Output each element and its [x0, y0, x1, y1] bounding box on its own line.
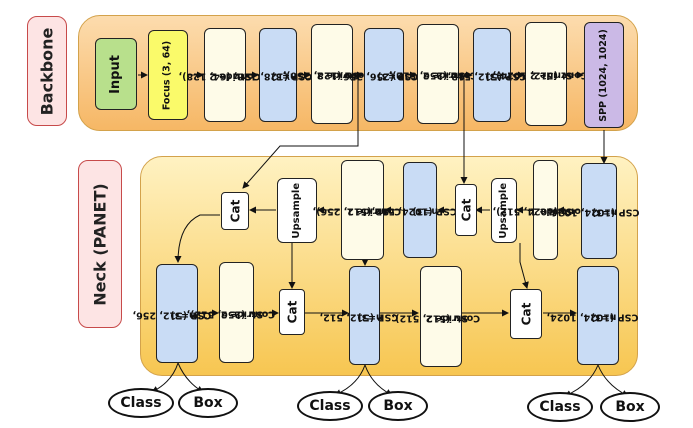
neck-csp-1024-1024-bottom: CSP (1024, 1024,n=3) — [547, 266, 639, 365]
neck-conv-512-512: Conv (512, 512),Stride 2 — [391, 266, 480, 367]
head-2-class: Class — [297, 391, 363, 421]
neck-csp-1024-512: CSP (1024, 512,n=3) — [372, 162, 457, 258]
head-1-box: Box — [178, 388, 238, 418]
backbone-conv-256-512: Conv (256, 512),Stride 2 — [388, 24, 477, 124]
neck-cat-middle: Cat — [455, 184, 477, 236]
neck-csp-512-256: CSP (512, 256,n=3) — [132, 264, 211, 363]
backbone-conv-64-128: Conv (64, 128),Stride 2 — [179, 28, 261, 122]
neck-cat-bottom-right: Cat — [510, 289, 542, 339]
head-3-box: Box — [600, 392, 660, 422]
neck-upsample-left: Upsample — [277, 178, 317, 243]
backbone-csp-512-512: CSP (512, 512,n=3) — [447, 28, 526, 122]
spp-block: SPP (1024, 1024) — [584, 22, 624, 128]
backbone-csp-128-128: CSP (128, 128,n=3) — [233, 28, 312, 122]
backbone-conv-128-256: Conv (128, 256),Stride 2 — [282, 24, 371, 124]
neck-label: Neck (PANET) — [78, 160, 122, 328]
neck-cat-left: Cat — [221, 192, 249, 230]
head-2-box: Box — [368, 391, 428, 421]
backbone-conv-512-1024: Conv (512, 1024),Stride 2 — [493, 22, 588, 126]
neck-csp-512-512: CSP (512, 512,n=3) — [320, 266, 398, 365]
input-block: Input — [95, 38, 137, 110]
neck-conv-256-512: Conv (256, 512),Stride 2 — [187, 262, 275, 363]
neck-upsample-right: Upsample — [491, 178, 517, 243]
neck-cat-bottom-left: Cat — [279, 289, 305, 335]
head-1-class: Class — [108, 388, 174, 418]
backbone-csp-256-256: CSP (256, 256,n=3) — [339, 28, 418, 122]
neck-conv-1024-512: Conv (1024, 512),Stride 1 — [492, 160, 588, 260]
focus-block: Focus (3, 64) — [148, 30, 188, 120]
neck-conv-512-256: Conv (512, 256),Stride 1 — [313, 160, 401, 260]
backbone-label: Backbone — [27, 16, 67, 126]
neck-csp-1024-1024-top: CSP (1024, 1024,n=3) — [548, 163, 640, 259]
head-3-class: Class — [527, 392, 593, 422]
